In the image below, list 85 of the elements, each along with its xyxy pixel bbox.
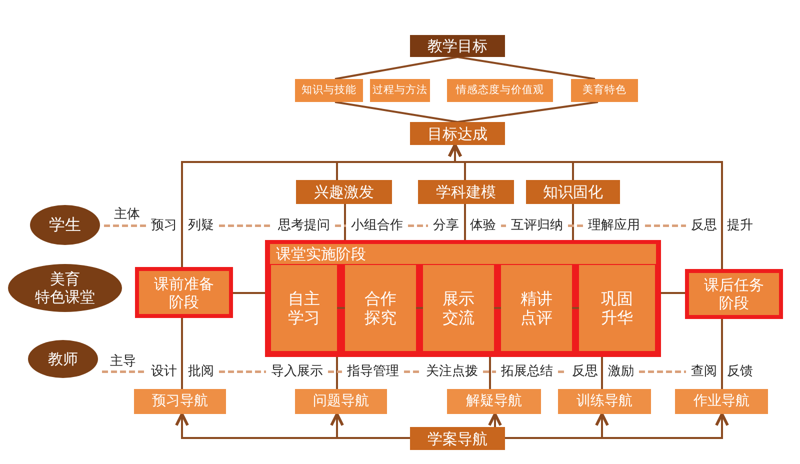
connector-line: [464, 204, 466, 240]
dashed-line: [408, 224, 428, 228]
guide-box: 预习导航: [134, 389, 226, 414]
activity-text: 导入展示: [270, 364, 324, 380]
connector-line: [489, 357, 491, 389]
dashed-line: [328, 370, 342, 374]
connector-line: [494, 307, 501, 309]
goal-box: 教学目标: [410, 35, 505, 57]
stage-title: 课堂实施阶段: [276, 245, 366, 263]
guide-box: 问题导航: [295, 389, 387, 414]
connector-line: [721, 319, 723, 389]
guide-box: 作业导航: [675, 389, 768, 414]
dashed-line: [335, 224, 346, 228]
connector-line: [572, 204, 574, 240]
goal-box: 美育特色: [571, 79, 638, 102]
goal-box: 知识与技能: [295, 79, 363, 102]
connector-line: [416, 307, 423, 309]
arrow: [505, 412, 729, 439]
step-box: 巩固升华: [579, 265, 655, 351]
activity-text: 反思: [571, 364, 599, 380]
dashed-line: [219, 370, 266, 374]
process-box: 兴趣激发: [296, 180, 392, 204]
dashed-line: [219, 224, 273, 228]
connector-line: [661, 292, 685, 294]
dashed-line: [102, 370, 146, 374]
connector-line: [601, 357, 603, 389]
connector-line: [181, 318, 183, 389]
stage-box: [265, 240, 661, 357]
activity-text: 拓展总结: [500, 364, 554, 380]
connector-line: [233, 292, 265, 294]
dashed-line: [558, 370, 567, 374]
process-box: 知识固化: [526, 180, 620, 204]
activity-text: 思考提问: [277, 218, 331, 234]
connector-line: [334, 56, 458, 80]
goal-box: 过程与方法: [370, 79, 430, 102]
activity-text: 关注点拨: [425, 364, 479, 380]
activity-text: 激励: [607, 364, 635, 380]
step-box: 展示交流: [423, 265, 494, 351]
dashed-line: [645, 224, 686, 228]
role-ellipse: 教师: [28, 340, 98, 378]
dashed-line: [104, 224, 146, 228]
activity-text: 互评归纳: [510, 218, 564, 234]
guide-box: 解疑导航: [447, 389, 541, 414]
arrow: [448, 144, 723, 269]
activity-text: 小组合作: [350, 218, 404, 234]
activity-text: 分享: [432, 218, 460, 234]
activity-text: 查阅: [690, 364, 718, 380]
connector-line: [334, 101, 458, 123]
activity-text: 体验: [469, 218, 497, 234]
arrow: [488, 412, 502, 427]
process-box: 学科建模: [418, 180, 514, 204]
connector-line: [336, 357, 338, 389]
dashed-line: [501, 224, 506, 228]
activity-text: 提升: [726, 218, 754, 234]
connector-line: [572, 307, 579, 309]
goal-box: 情感态度与价值观: [447, 79, 553, 102]
connector-line: [344, 204, 346, 240]
dashed-line: [483, 370, 496, 374]
arrow: [330, 412, 410, 439]
guide-box: 训练导航: [558, 389, 651, 414]
activity-text: 列疑: [187, 218, 215, 234]
activity-text: 指导管理: [346, 364, 400, 380]
connector-line: [457, 56, 596, 80]
role-ellipse: 美育特色课堂: [8, 264, 122, 312]
process-box: 学案导航: [410, 427, 505, 450]
dashed-line: [568, 224, 583, 228]
dashed-line: [639, 370, 686, 374]
activity-text: 反馈: [726, 364, 754, 380]
connector-line: [337, 307, 345, 309]
process-box: 目标达成: [410, 122, 505, 145]
edge-label: 主体: [114, 206, 140, 223]
dashed-line: [404, 370, 421, 374]
activity-text: 反思: [690, 218, 718, 234]
edge-label: 主导: [110, 353, 136, 370]
activity-text: 批阅: [187, 364, 215, 380]
activity-text: 理解应用: [587, 218, 641, 234]
step-box: 自主学习: [271, 265, 337, 351]
stage-box: 课后任务阶段: [685, 269, 783, 319]
activity-text: 设计: [150, 364, 178, 380]
activity-text: 预习: [150, 218, 178, 234]
step-box: 精讲点评: [501, 265, 572, 351]
role-ellipse: 学生: [30, 205, 100, 245]
step-box: 合作探究: [345, 265, 416, 351]
connector-line: [457, 101, 598, 123]
stage-box: 课前准备阶段: [135, 267, 233, 318]
